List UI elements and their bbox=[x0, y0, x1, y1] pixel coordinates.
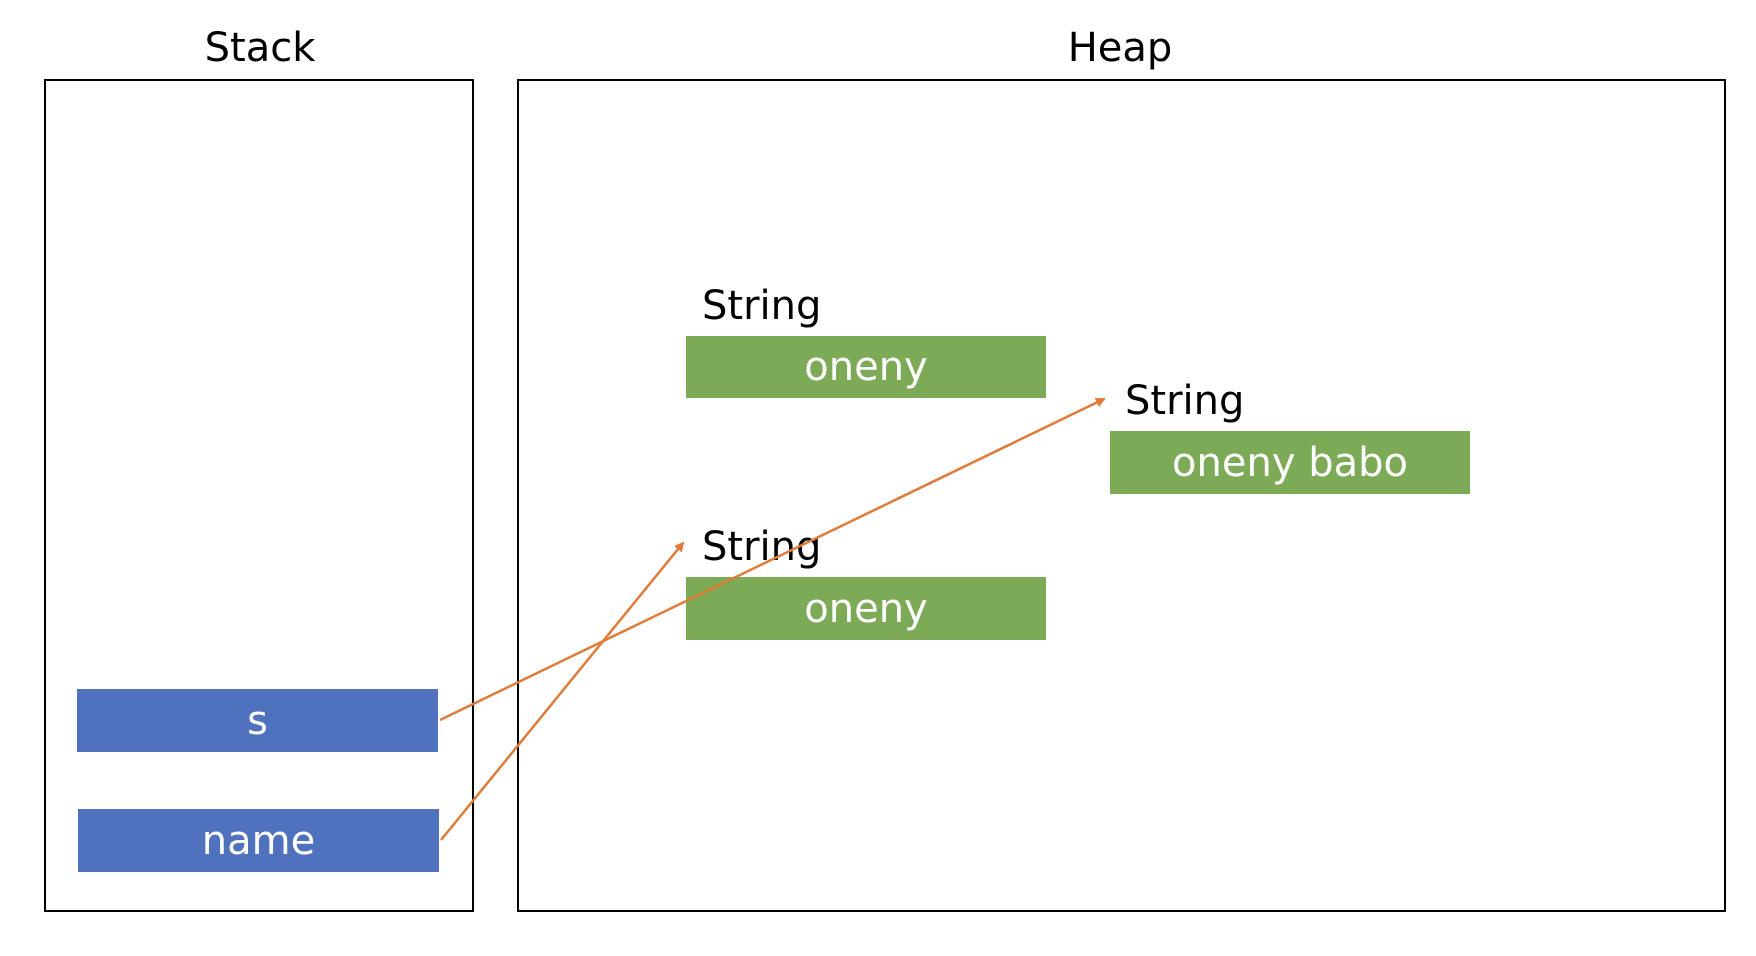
stack-variable-box: s bbox=[77, 689, 438, 752]
stack-title: Stack bbox=[204, 25, 316, 71]
heap-panel bbox=[517, 79, 1726, 912]
heap-object-value-box: oneny bbox=[686, 577, 1046, 640]
heap-title: Heap bbox=[1067, 25, 1173, 71]
heap-object-value-box: oneny bbox=[686, 336, 1046, 398]
stack-variable-box: name bbox=[78, 809, 439, 872]
heap-object-type-label: String bbox=[702, 524, 822, 570]
heap-object-type-label: String bbox=[1125, 378, 1245, 424]
heap-object-type-label: String bbox=[702, 283, 822, 329]
heap-object-value-box: oneny babo bbox=[1110, 431, 1470, 494]
stack-panel bbox=[44, 79, 474, 912]
